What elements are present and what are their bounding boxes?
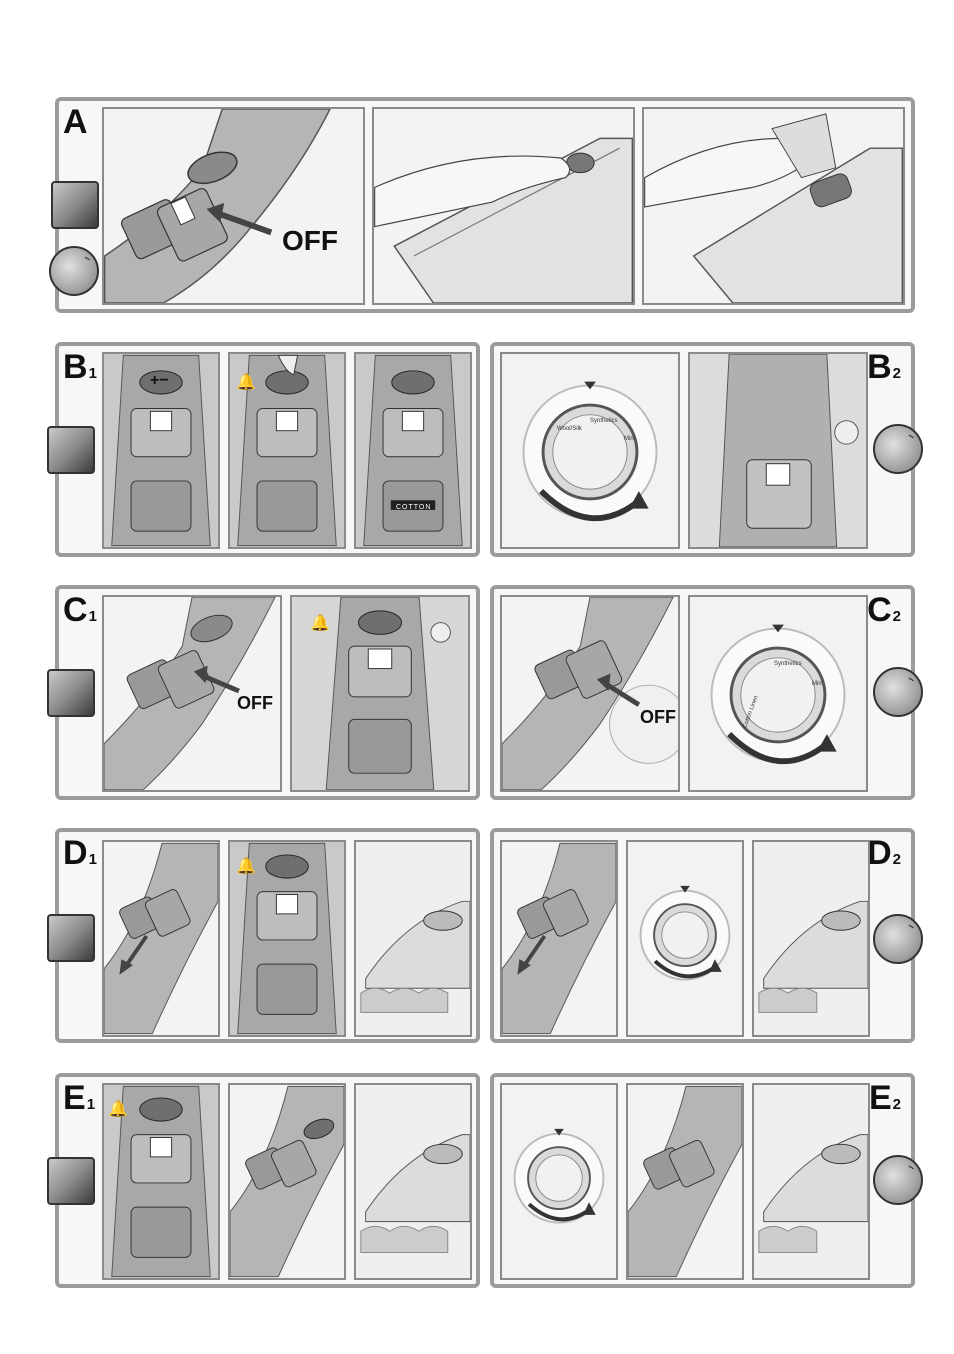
panel-b2-dial: Wool/Silk Synthetics Min <box>500 352 680 549</box>
panel-d1-1 <box>102 840 220 1037</box>
dial-min: Min <box>624 436 634 442</box>
panel-d2-dial <box>626 840 744 1037</box>
dial-min: Min <box>812 681 822 687</box>
panel-d1-2: 🔔 <box>228 840 346 1037</box>
panel-d1-3 <box>354 840 472 1037</box>
temperature-round-icon <box>49 246 99 296</box>
panel-e2-dial <box>500 1083 618 1280</box>
steam-square-icon <box>51 181 99 229</box>
dial-wool-silk: Wool/Silk <box>557 426 582 432</box>
section-b1: B1 +− 🔔 COTTON <box>47 342 480 557</box>
section-e1: E1 🔔 <box>47 1073 480 1288</box>
panel-b2-iron <box>688 352 868 549</box>
temperature-round-icon <box>873 914 923 964</box>
panel-e2-2 <box>626 1083 744 1280</box>
minus-label: − <box>159 372 169 389</box>
section-d1: D1 🔔 <box>47 828 480 1043</box>
steam-square-icon <box>47 1157 95 1205</box>
temperature-round-icon <box>873 1155 923 1205</box>
bell-icon: 🔔 <box>236 374 256 391</box>
plus-label: + <box>150 372 160 389</box>
section-c1-label: C1 <box>63 591 97 629</box>
section-e1-label: E1 <box>63 1079 96 1117</box>
steam-square-icon <box>47 914 95 962</box>
panel-c2-dial: Synthetics Min Cotton Linen <box>688 595 868 792</box>
panel-a2 <box>372 107 635 305</box>
panel-b1-1: +− <box>102 352 220 549</box>
panel-e1-3 <box>354 1083 472 1280</box>
panel-e1-2 <box>228 1083 346 1280</box>
off-callout-large: OFF <box>282 225 338 256</box>
section-d1-label: D1 <box>63 834 97 872</box>
panel-a3 <box>642 107 905 305</box>
section-e2: E2 <box>490 1073 923 1288</box>
panel-c1-1: OFF <box>102 595 282 792</box>
steam-square-icon <box>47 426 95 474</box>
panel-d2-3 <box>752 840 870 1037</box>
panel-b1-3: COTTON <box>354 352 472 549</box>
section-c2-label: C2 <box>867 591 901 629</box>
panel-e2-3 <box>752 1083 870 1280</box>
dial-synthetics: Synthetics <box>774 661 802 667</box>
dial-synthetics: Synthetics <box>590 418 618 424</box>
section-b1-label: B1 <box>63 348 97 386</box>
panel-c2-1: OFF <box>500 595 680 792</box>
section-d2-label: D2 <box>867 834 901 872</box>
section-d2: D2 <box>490 828 923 1043</box>
section-e2-label: E2 <box>868 1079 901 1117</box>
section-c1: C1 OFF 🔔 <box>47 585 480 800</box>
section-c2: C2 OFF Synthetics Min Cotton Linen <box>490 585 923 800</box>
panel-a1: OFF <box>102 107 365 305</box>
panel-c1-2: 🔔 <box>290 595 470 792</box>
steam-square-icon <box>47 669 95 717</box>
display-cotton: COTTON <box>396 504 432 511</box>
section-b2: B2 Wool/Silk Synthetics Min <box>490 342 923 557</box>
panel-b1-2: 🔔 <box>228 352 346 549</box>
bell-icon: 🔔 <box>236 858 256 875</box>
section-b2-label: B2 <box>867 348 901 386</box>
panel-d2-1 <box>500 840 618 1037</box>
temperature-round-icon <box>873 424 923 474</box>
section-a: A OFF <box>49 97 915 313</box>
bell-icon: 🔔 <box>108 1101 128 1118</box>
temperature-round-icon <box>873 667 923 717</box>
section-a-label: A <box>63 103 88 141</box>
off-callout-c1: OFF <box>237 693 273 713</box>
bell-icon: 🔔 <box>310 615 330 632</box>
off-callout-c2: OFF <box>640 707 676 727</box>
panel-e1-1: 🔔 <box>102 1083 220 1280</box>
